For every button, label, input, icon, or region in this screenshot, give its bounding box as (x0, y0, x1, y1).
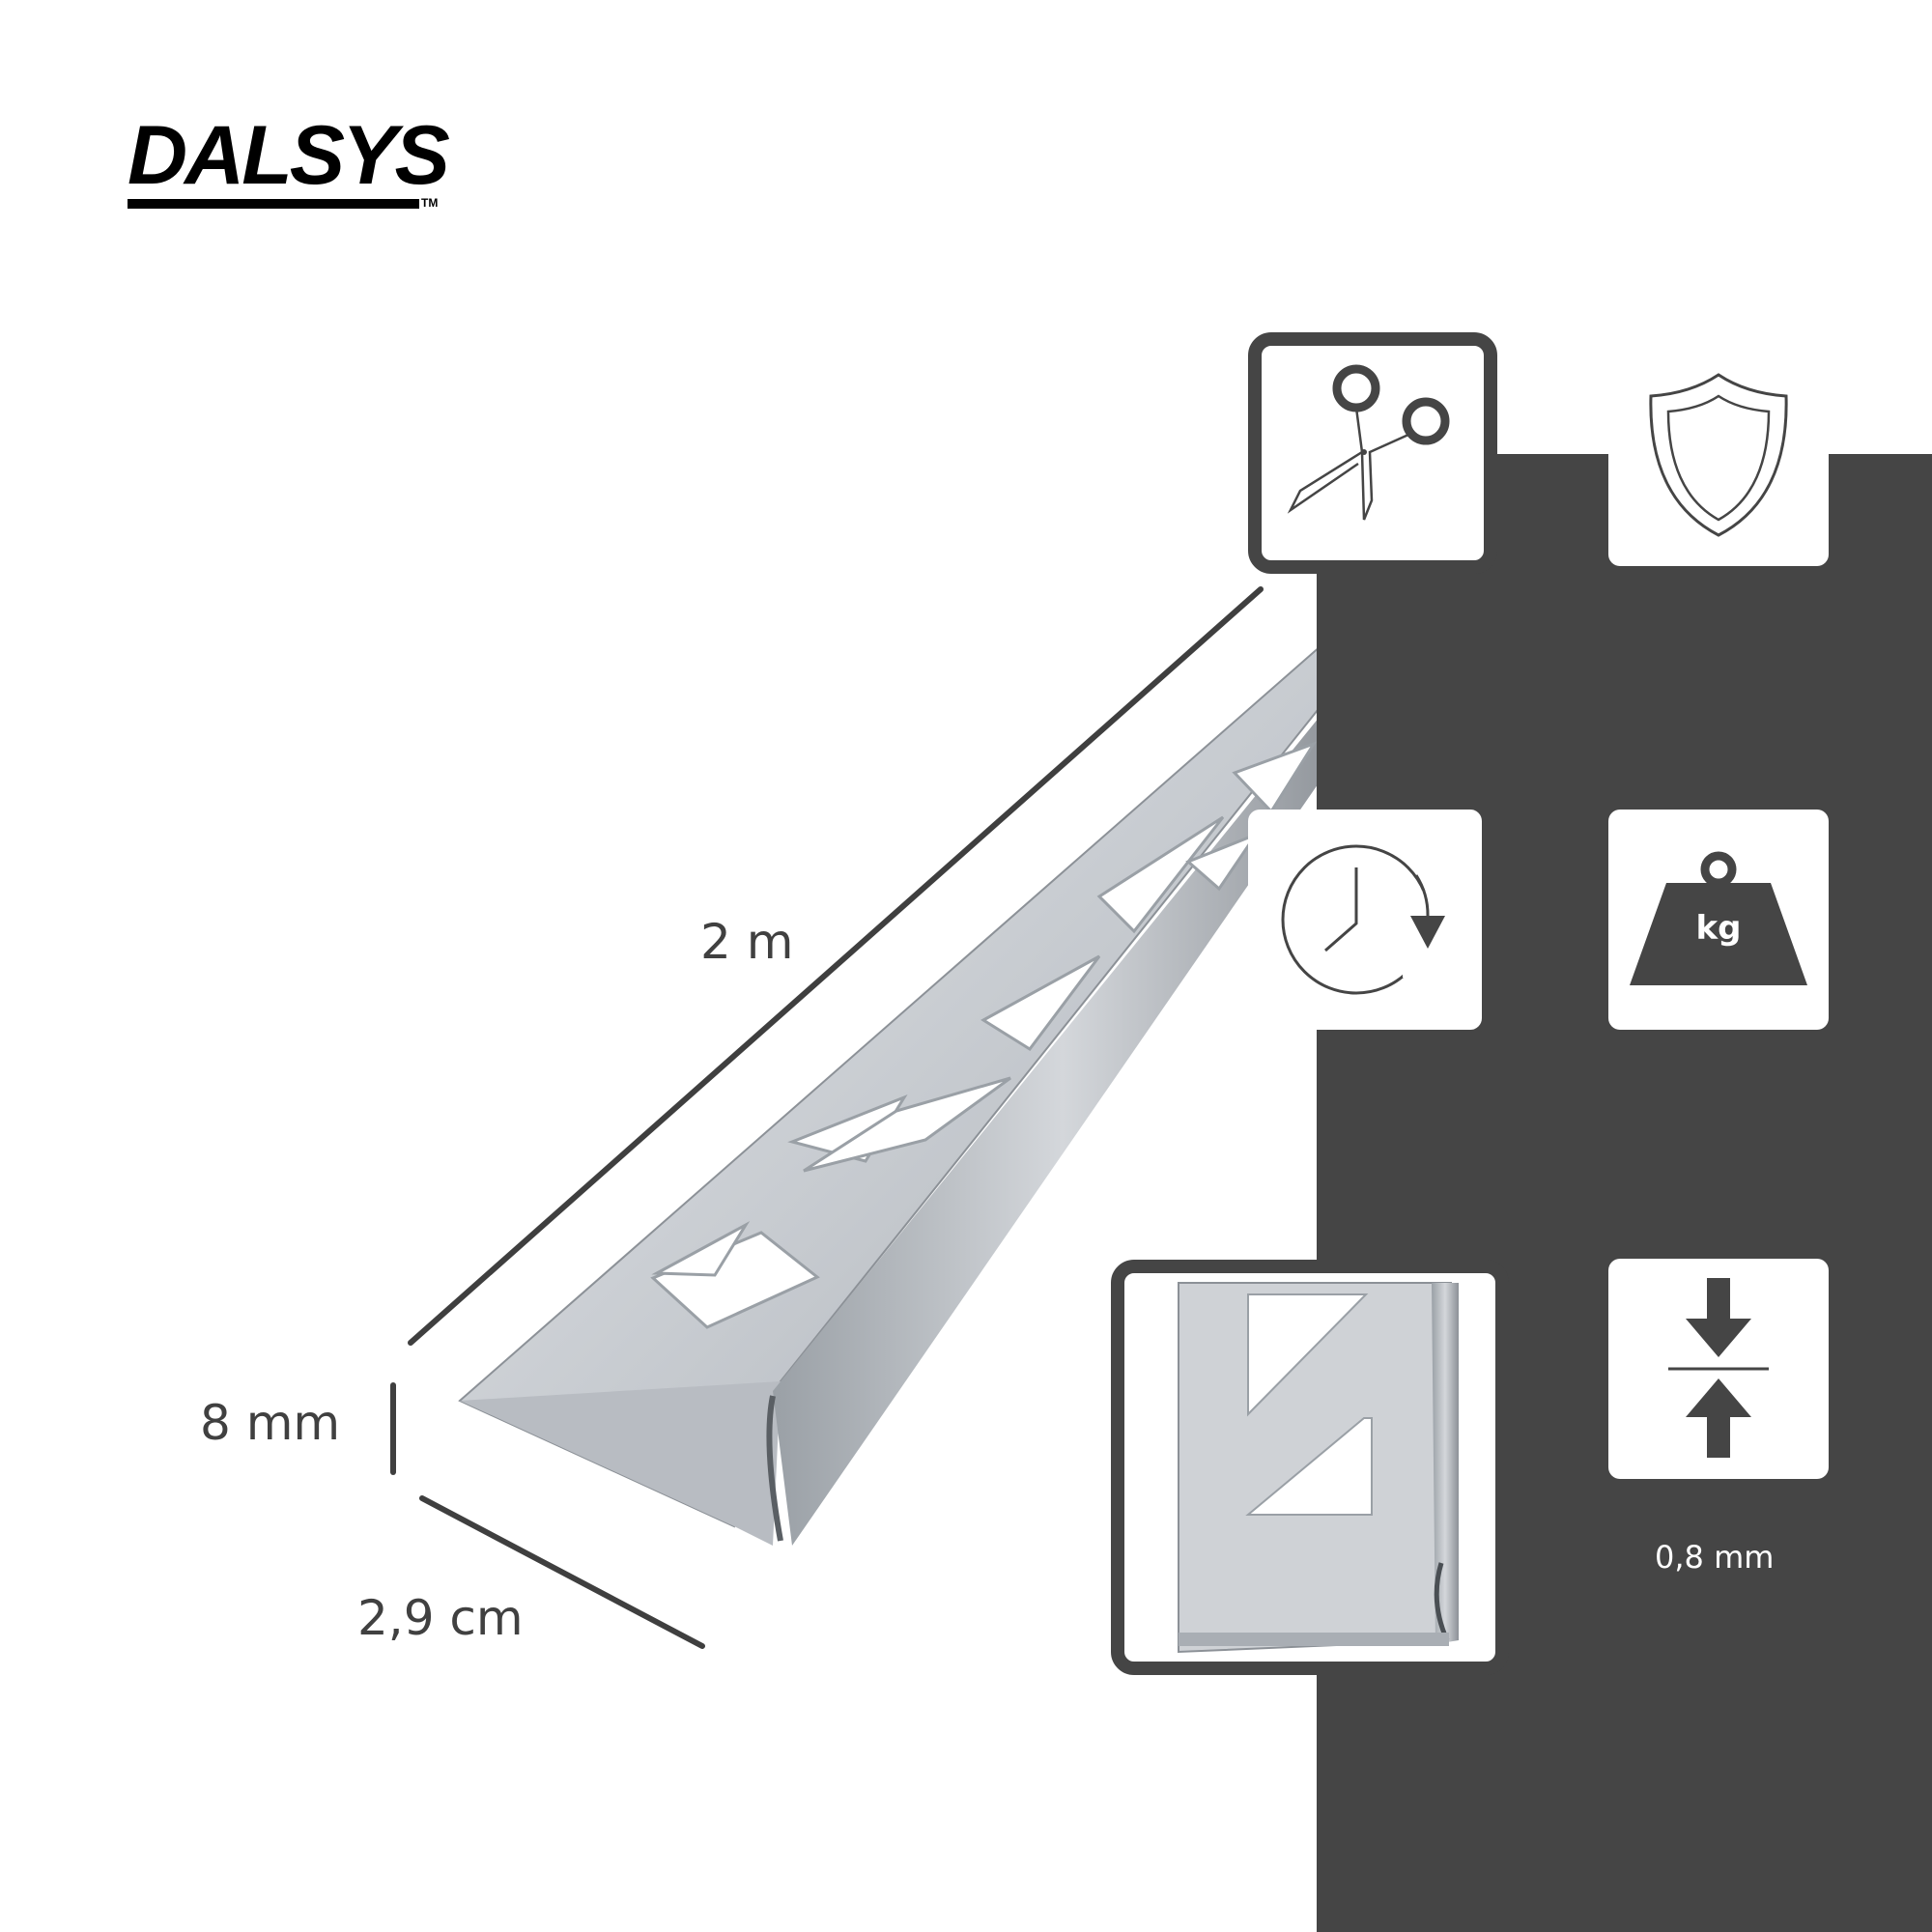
profile-detail-box (1111, 1260, 1509, 1675)
height-label: 8 mm (200, 1395, 341, 1451)
dark-side-panel (1317, 454, 1932, 1932)
shield-icon (1649, 373, 1788, 537)
profile-detail-image (1178, 1282, 1459, 1654)
trademark-mark: TM (421, 196, 439, 210)
weight-unit-label: kg (1695, 909, 1742, 948)
protection-feature-box (1608, 346, 1829, 566)
width-label: 2,9 cm (357, 1590, 524, 1646)
length-label: 2 m (700, 914, 794, 970)
brand-name: DALSYS (128, 109, 450, 202)
weight-icon (1630, 851, 1807, 985)
cuttable-feature-box (1248, 332, 1497, 574)
thickness-icon (1668, 1278, 1769, 1458)
thickness-value-label: 0,8 mm (1655, 1539, 1775, 1576)
logo-underline (128, 199, 419, 209)
durability-feature-box (1248, 810, 1482, 1030)
scissors-icon (1287, 364, 1450, 521)
brand-logo: DALSYS TM (128, 114, 456, 222)
weight-feature-box: kg (1608, 810, 1829, 1030)
clock-icon (1281, 844, 1461, 995)
thickness-feature-box (1608, 1259, 1829, 1479)
